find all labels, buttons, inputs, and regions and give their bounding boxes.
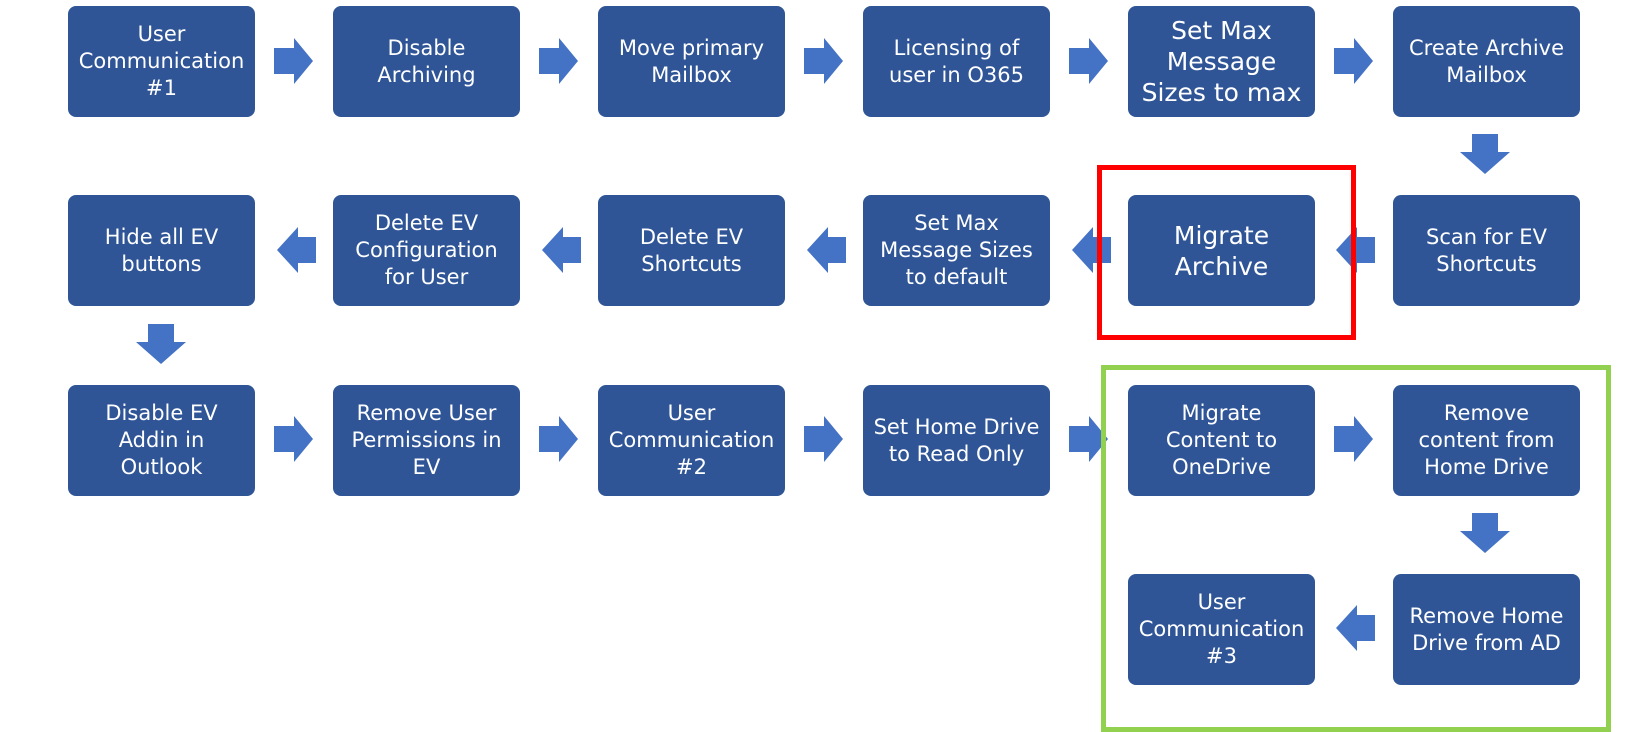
arrow-right-icon bbox=[274, 416, 313, 462]
arrow-left-icon bbox=[807, 227, 846, 273]
step-delete-ev-configuration: Delete EV Configuration for User bbox=[333, 195, 520, 306]
arrow-down-icon bbox=[136, 324, 186, 364]
arrow-right-icon bbox=[804, 416, 843, 462]
step-set-max-message-sizes-max: Set Max Message Sizes to max bbox=[1128, 6, 1315, 117]
arrow-left-icon bbox=[542, 227, 581, 273]
arrow-down-icon bbox=[1460, 513, 1510, 553]
step-set-max-message-sizes-default: Set Max Message Sizes to default bbox=[863, 195, 1050, 306]
step-disable-archiving: Disable Archiving bbox=[333, 6, 520, 117]
step-hide-ev-buttons: Hide all EV buttons bbox=[68, 195, 255, 306]
step-licensing-o365: Licensing of user in O365 bbox=[863, 6, 1050, 117]
step-disable-ev-addin: Disable EV Addin in Outlook bbox=[68, 385, 255, 496]
arrow-right-icon bbox=[1334, 416, 1373, 462]
arrow-right-icon bbox=[1069, 416, 1108, 462]
step-create-archive-mailbox: Create Archive Mailbox bbox=[1393, 6, 1580, 117]
step-user-communication-2: User Communication #2 bbox=[598, 385, 785, 496]
arrow-right-icon bbox=[274, 38, 313, 84]
arrow-left-icon bbox=[277, 227, 316, 273]
arrow-right-icon bbox=[539, 38, 578, 84]
step-remove-home-drive-ad: Remove Home Drive from AD bbox=[1393, 574, 1580, 685]
arrow-right-icon bbox=[1069, 38, 1108, 84]
arrow-right-icon bbox=[1334, 38, 1373, 84]
step-move-primary-mailbox: Move primary Mailbox bbox=[598, 6, 785, 117]
step-user-communication-1: User Communication #1 bbox=[68, 6, 255, 117]
step-remove-user-permissions: Remove User Permissions in EV bbox=[333, 385, 520, 496]
step-user-communication-3: User Communication #3 bbox=[1128, 574, 1315, 685]
highlight-frame-red bbox=[1097, 165, 1356, 340]
highlight-frame-green bbox=[1101, 365, 1611, 732]
step-scan-ev-shortcuts: Scan for EV Shortcuts bbox=[1393, 195, 1580, 306]
step-migrate-content-onedrive: Migrate Content to OneDrive bbox=[1128, 385, 1315, 496]
step-delete-ev-shortcuts: Delete EV Shortcuts bbox=[598, 195, 785, 306]
arrow-left-icon bbox=[1336, 605, 1375, 651]
step-set-home-drive-read-only: Set Home Drive to Read Only bbox=[863, 385, 1050, 496]
arrow-down-icon bbox=[1460, 134, 1510, 174]
step-remove-content-home-drive: Remove content from Home Drive bbox=[1393, 385, 1580, 496]
arrow-right-icon bbox=[539, 416, 578, 462]
step-migrate-archive: Migrate Archive bbox=[1128, 195, 1315, 306]
arrow-right-icon bbox=[804, 38, 843, 84]
